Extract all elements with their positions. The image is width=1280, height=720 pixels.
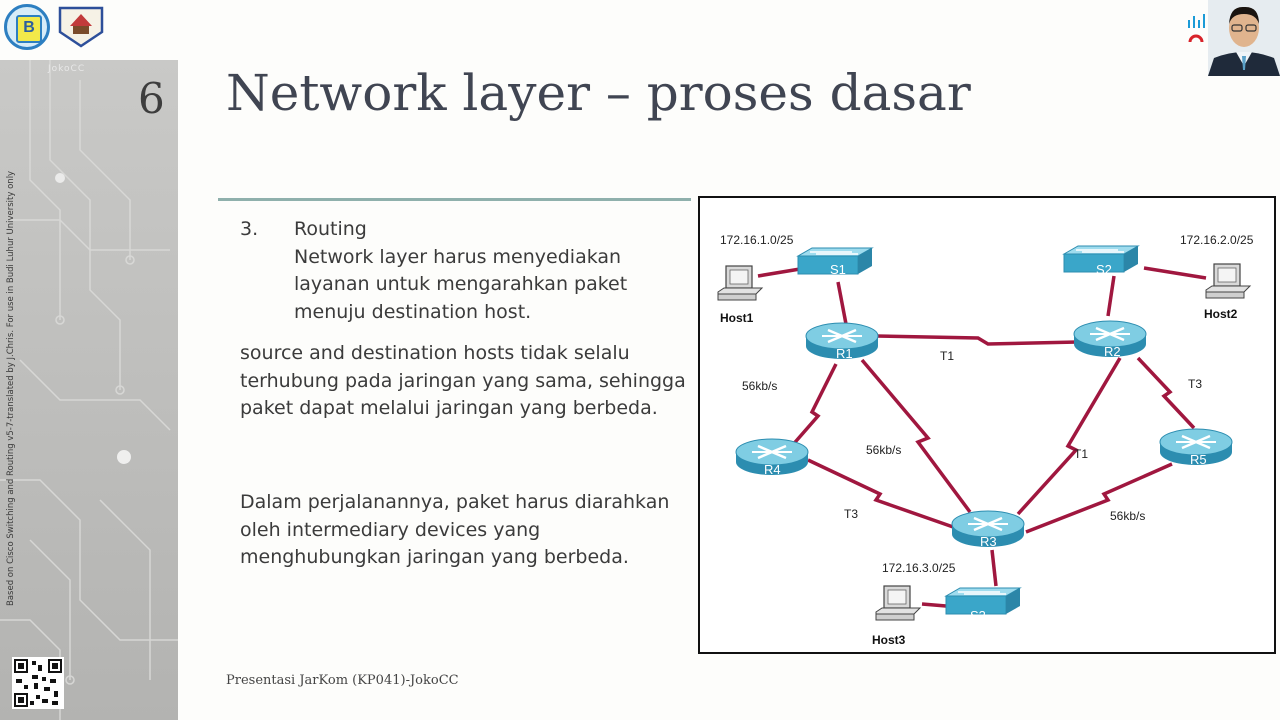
host3-icon (875, 585, 921, 621)
host2-label: Host2 (1204, 307, 1238, 321)
circuit-pattern (0, 60, 178, 720)
link-r2-r3-label: T1 (1074, 447, 1088, 461)
link-r4-r3-label: T3 (844, 507, 858, 521)
host1-icon (717, 265, 763, 301)
slide-number: 6 (138, 74, 165, 123)
cisco-logo-fragment (1188, 14, 1205, 43)
network-2-label: 172.16.2.0/25 (1180, 233, 1254, 247)
link-r1-r3-label: 56kb/s (866, 443, 901, 457)
switch-s2-label: S2 (1096, 262, 1112, 277)
list-item-body: Network layer harus menyediakan layanan … (294, 245, 628, 323)
paragraph-source-destination: source and destination hosts tidak selal… (240, 342, 686, 419)
list-item-number: 3. (240, 218, 259, 240)
slide-title: Network layer – proses dasar (226, 64, 971, 122)
logo-area: B (0, 0, 178, 60)
host2-icon (1205, 263, 1251, 299)
university-logo-glyph: B (16, 15, 42, 43)
list-item-title: Routing (294, 218, 367, 240)
link-r1-r2 (875, 334, 1079, 346)
router-r4-label: R4 (764, 462, 781, 477)
link-s2-host2 (1143, 266, 1207, 280)
title-divider (218, 198, 691, 201)
presenter-avatar (1208, 0, 1280, 76)
link-r1-r4-label: 56kb/s (742, 379, 777, 393)
router-r1-label: R1 (836, 346, 853, 361)
switch-s1-label: S1 (830, 262, 846, 277)
host1-label: Host1 (720, 311, 754, 325)
router-r3-label: R3 (980, 534, 997, 549)
link-r1-r3 (860, 358, 972, 514)
link-r2-r3 (1016, 357, 1122, 516)
link-r2-r5 (1136, 356, 1196, 430)
faculty-seal (58, 6, 104, 48)
router-r5-label: R5 (1190, 452, 1207, 467)
sidebar-decoration (0, 60, 178, 720)
host3-label: Host3 (872, 633, 906, 647)
network-links (757, 266, 1207, 608)
link-r3-s3 (990, 549, 998, 587)
logo-watermark: JokoCC (48, 64, 86, 74)
university-logo: B (4, 4, 50, 50)
link-r1-r4 (788, 363, 838, 450)
link-r5-r3-label: 56kb/s (1110, 509, 1145, 523)
link-r1-r2-label: T1 (940, 349, 954, 363)
slide-footer: Presentasi JarKom (KP041)-JokoCC (226, 673, 459, 688)
link-r2-r5-label: T3 (1188, 377, 1202, 391)
presenter-webcam (1208, 0, 1280, 76)
network-1-label: 172.16.1.0/25 (720, 233, 794, 247)
link-r4-r3 (807, 458, 957, 530)
router-r2-label: R2 (1104, 344, 1121, 359)
link-s2-r2 (1106, 275, 1116, 317)
network-3-label: 172.16.3.0/25 (882, 561, 956, 575)
link-s1-r1 (836, 281, 848, 325)
switch-s3-label: S3 (970, 608, 986, 623)
qr-code (12, 657, 64, 709)
list-item-routing: 3. Routing Network layer harus menyediak… (240, 216, 680, 326)
link-r5-r3 (1025, 462, 1173, 534)
network-diagram: S1 S2 S3 R1 R2 R3 R4 R5 Host1 Host2 Host… (698, 196, 1276, 654)
attribution-note: Based on Cisco Switching and Routing v5-… (6, 170, 16, 606)
link-s3-host3 (921, 602, 947, 608)
paragraph-intermediary-devices: Dalam perjalanannya, paket harus diarahk… (240, 491, 670, 568)
